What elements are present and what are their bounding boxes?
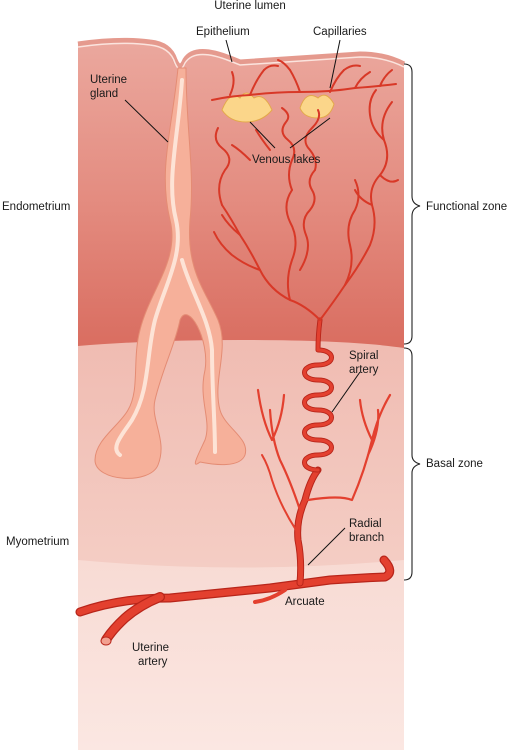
label-radial-branch-line1: Radial (349, 518, 382, 530)
label-epithelium: Epithelium (196, 26, 250, 38)
functional-zone-bracket (403, 63, 421, 345)
leader-lines (124, 39, 361, 566)
label-basal-zone: Basal zone (426, 458, 483, 470)
epithelium-layer (77, 37, 406, 69)
label-endometrium: Endometrium (2, 201, 71, 213)
label-capillaries: Capillaries (313, 26, 367, 38)
venous-lake-left (221, 92, 273, 123)
basal-zone-bracket (403, 347, 421, 581)
label-uterine-artery-line2: artery (138, 656, 168, 668)
label-uterine-gland-line2: gland (90, 88, 119, 100)
label-venous-lakes: Venous lakes (252, 154, 321, 166)
uterine-gland (94, 67, 247, 479)
arterial-tree (75, 59, 399, 646)
label-myometrium: Myometrium (6, 536, 70, 548)
label-spiral-artery-line2: artery (349, 364, 379, 376)
venous-lake-right (299, 94, 335, 119)
label-functional-zone: Functional zone (426, 201, 508, 213)
label-radial-branch-line2: branch (349, 532, 385, 544)
label-spiral-artery-line1: Spiral (349, 350, 379, 362)
venous-lakes (221, 92, 335, 123)
label-uterine-gland-line1: Uterine (90, 74, 128, 86)
label-uterine-lumen: Uterine lumen (214, 0, 286, 12)
label-arcuate: Arcuate (285, 596, 325, 608)
label-uterine-artery-line1: Uterine (132, 642, 170, 654)
functional-arterioles (211, 59, 399, 321)
